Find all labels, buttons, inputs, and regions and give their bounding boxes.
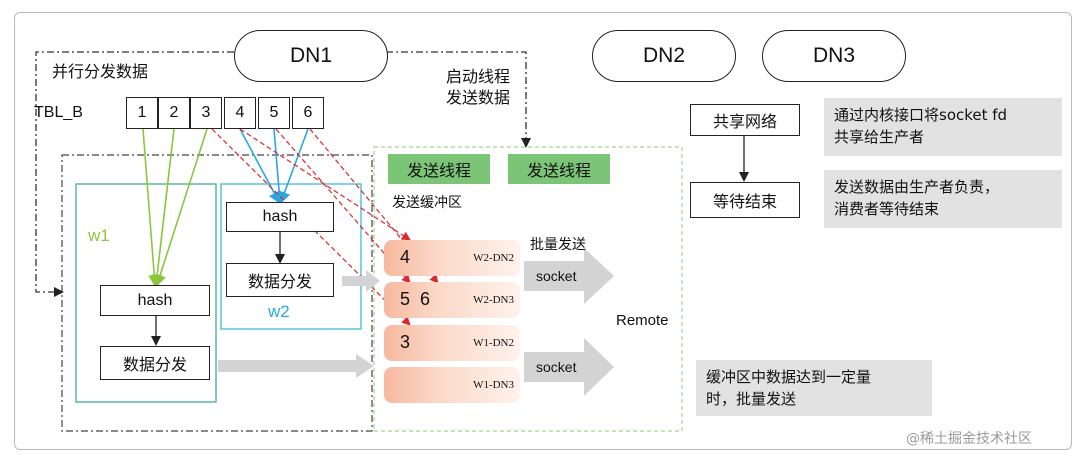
w2-label: w2 (268, 302, 290, 321)
node-dn3: DN3 (762, 30, 906, 82)
note-batch-send-line2: 时，批量发送 (706, 390, 797, 408)
send-region (373, 146, 683, 432)
buffer-w2-dn2-nums: 4 (400, 247, 411, 267)
send-buffer-label: 发送缓冲区 (392, 195, 462, 211)
buffer-w2-dn3: 5 6 W2-DN3 (384, 282, 520, 318)
note-batch-send: 缓冲区中数据达到一定量 时，批量发送 (696, 360, 932, 416)
buffer-w1-dn2: 3 W1-DN2 (384, 325, 520, 361)
table-name-label: TBL_B (34, 104, 83, 121)
table-cell-6: 6 (292, 97, 324, 129)
table-cell-1: 1 (126, 97, 158, 129)
buffer-w1-dn2-nums: 3 (400, 332, 411, 352)
wait-end-box: 等待结束 (690, 182, 800, 218)
socket-label-1: socket (536, 268, 577, 284)
note-share-socket: 通过内核接口将socket fd 共享给生产者 (824, 98, 1062, 156)
socket-arrow-2 (524, 338, 614, 396)
dn1-region (61, 154, 373, 432)
node-dn2: DN2 (592, 30, 736, 82)
buffer-w1-dn3: W1-DN3 (384, 367, 520, 403)
remote-label: Remote (616, 312, 669, 329)
buffer-w1-dn2-tag: W1-DN2 (473, 337, 514, 349)
w1-label: w1 (88, 226, 110, 245)
parallel-dispatch-label: 并行分发数据 (52, 62, 149, 81)
note-producer-send-line1: 发送数据由生产者负责， (834, 178, 1000, 196)
node-dn1: DN1 (234, 30, 388, 82)
note-producer-send-line2: 消费者等待结束 (834, 200, 940, 218)
outer-frame (14, 12, 1072, 450)
w1-hash-box: hash (100, 285, 210, 316)
batch-send-label: 批量发送 (530, 237, 586, 253)
note-batch-send-line1: 缓冲区中数据达到一定量 (706, 368, 872, 386)
w2-hash-box: hash (226, 202, 334, 232)
note-producer-send: 发送数据由生产者负责， 消费者等待结束 (824, 170, 1062, 228)
note-share-socket-line2: 共享给生产者 (834, 128, 925, 146)
w2-dispatch-box: 数据分发 (226, 263, 334, 297)
table-cell-3: 3 (190, 97, 222, 129)
buffer-w2-dn3-nums: 5 6 (400, 289, 431, 309)
w2-box (220, 183, 362, 330)
start-thread-label-1: 启动线程 (446, 67, 511, 86)
w1-dispatch-box: 数据分发 (100, 346, 210, 380)
table-cell-2: 2 (158, 97, 190, 129)
start-thread-label-2: 发送数据 (446, 88, 511, 107)
note-share-socket-line1: 通过内核接口将socket fd (834, 106, 1008, 124)
w2-to-buffer-arrow (342, 270, 380, 292)
thread-start-line (386, 51, 531, 148)
buffer-w2-dn2: 4 W2-DN2 (384, 240, 520, 276)
buffer-w1-dn3-tag: W1-DN3 (473, 379, 514, 391)
w1-to-buffer-arrow (218, 354, 374, 378)
socket-arrow-1 (524, 248, 614, 304)
socket-label-2: socket (536, 359, 577, 375)
buffer-w2-dn2-tag: W2-DN2 (473, 252, 514, 264)
send-thread-1: 发送线程 (388, 154, 490, 184)
buffer-w2-dn3-tag: W2-DN3 (473, 294, 514, 306)
watermark: @稀土掘金技术社区 (906, 431, 1032, 447)
w1-box (75, 183, 217, 403)
share-network-box: 共享网络 (690, 104, 800, 136)
dispatch-loop-line (35, 51, 234, 297)
table-cell-5: 5 (258, 97, 290, 129)
table-cell-4: 4 (224, 97, 256, 129)
send-thread-2: 发送线程 (508, 154, 610, 184)
